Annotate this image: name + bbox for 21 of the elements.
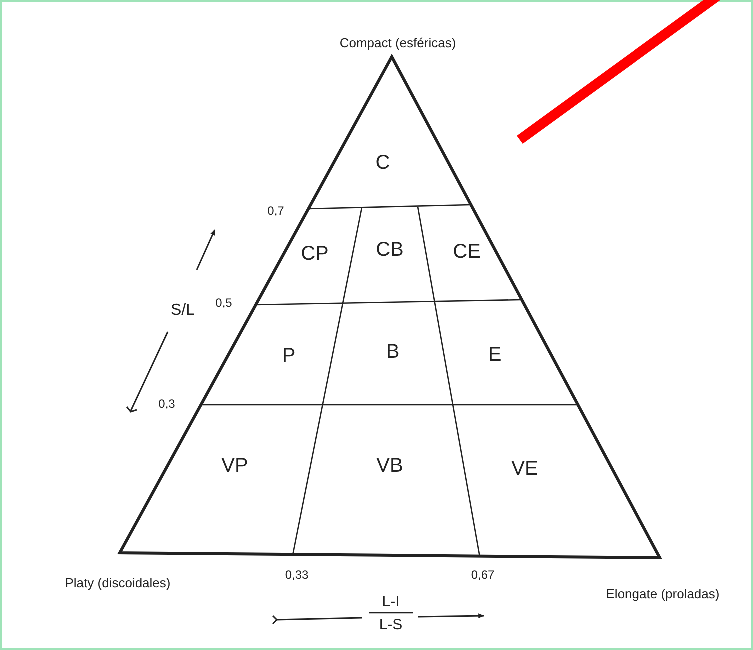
tick-label: 0,7 [268, 205, 284, 217]
tick-label: 0,67 [471, 569, 495, 581]
class-label: CP [301, 244, 329, 264]
vertex-label: Compact (esféricas) [340, 36, 456, 50]
class-label: E [488, 345, 502, 365]
class-label: VE [512, 459, 538, 479]
vertex-label: Platy (discoidales) [65, 576, 171, 590]
class-label: CE [453, 242, 481, 262]
tick-label: 0,5 [216, 297, 232, 309]
class-label: P [282, 346, 296, 366]
axis-label: L-S [379, 618, 403, 632]
tick-label: 0,33 [285, 569, 309, 581]
class-label: CB [376, 240, 404, 260]
tick-label: 0,3 [158, 398, 176, 410]
vertex-label: Elongate (proladas) [606, 588, 720, 600]
class-label: B [386, 342, 400, 362]
axis-label: S/L [171, 303, 195, 319]
class-label: C [376, 153, 390, 173]
class-label: VB [376, 456, 404, 476]
class-label: VP [222, 456, 248, 476]
axis-label: L-I [382, 594, 400, 610]
